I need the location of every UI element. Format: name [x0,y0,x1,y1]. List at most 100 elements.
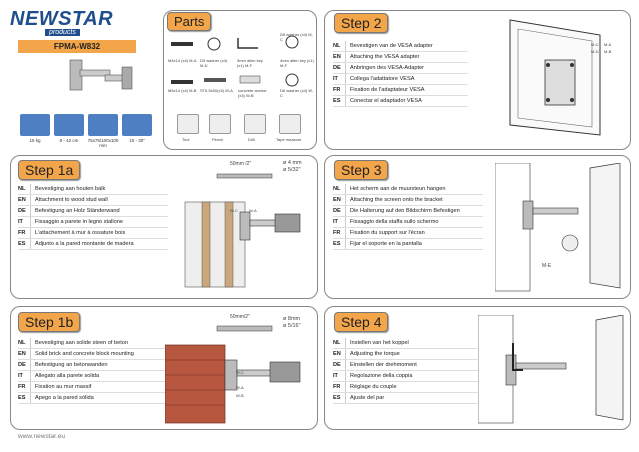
step3-illustration [495,163,621,292]
lang-code: NL [333,338,346,348]
tape-label: Tape measure [276,137,302,142]
step1b-drill-in: ø 5/16" [283,323,301,329]
label-me: M-E [542,263,552,269]
lang-code: DE [333,63,346,73]
label-ma: M-A [604,42,612,47]
step2-title: Step 2 [334,13,389,33]
instruction-text: Fixation de l'adaptateur VESA [350,87,425,93]
label-wb: W-B [236,393,244,398]
part-allen3: 3mm allen key (x1) M-F [237,58,263,68]
step4-illustration [478,315,624,424]
depth-icon [54,114,84,136]
lang-code: NL [333,41,346,51]
lang-code: NL [333,184,346,194]
step4-instructions: NL Instellen van het koppel EN Adjusting t… [333,338,483,404]
lang-code: ES [333,393,346,403]
part-m4: M4x14 (x4) M-A [168,58,197,63]
instruction-text: Bevestigen van de VESA adapter [350,43,433,49]
step1b-drill-mm: ø 8mm [283,316,301,322]
instruction-text: Attaching the screen onto the bracket [350,197,443,203]
spec-weight: 15 kg [29,138,41,143]
step1b-illustration [165,344,301,424]
instruction-text: Adjusting the torque [350,351,400,357]
lang-code: FR [333,382,346,392]
instruction-text: Réglage du couple [350,384,397,390]
instruction-text: Collega l'adattatore VESA [350,76,415,82]
step1b-measure: 50mm/2" [230,314,250,320]
step3-title: Step 3 [334,160,389,180]
step1a-illustration [184,201,301,288]
lang-code: ES [18,239,31,249]
instruction-text: Fissaggio a parete in legno stallone [35,219,124,225]
lang-code: DE [333,206,346,216]
instruction-text: Fijar el soporte en la pantalla [350,241,422,247]
model-number: FPMA-W832 [18,40,136,53]
instruction-text: Die Halterung auf den Bildschirm Befesti… [350,208,460,214]
instruction-text: Het scherm aan de muursteun hangen [350,186,446,192]
lang-code: FR [333,85,346,95]
step2-illustration [509,19,601,136]
instruction-text: Attaching the VESA adapter [350,54,420,60]
website-url[interactable]: www.newstar.eu [18,433,65,440]
instruction-text: Anbringen des VESA-Adapter [350,65,425,71]
lang-code: FR [18,382,31,392]
tool-icon [177,114,199,134]
vesa-icon [88,114,118,136]
drill-label: Drill [248,137,255,142]
lang-code: IT [333,74,346,84]
lang-code: IT [333,371,346,381]
instruction-text: Attachment to wood stud wall [35,197,108,203]
lang-code: DE [333,360,346,370]
label-mb: M-B [604,49,612,54]
screen-size-icon [122,114,152,136]
lang-code: ES [333,96,346,106]
instruction-text: L'attachement à mur à ossature bois [35,230,126,236]
label-wa: W-A [249,208,257,213]
label-wa: W-A [236,385,244,390]
lang-code: IT [18,217,31,227]
instruction-text: Einstellen der drehmoment [350,362,417,368]
lang-code: DE [18,360,31,370]
instruction-text: Bevestiging aan solide steen of beton [35,340,128,346]
step3-instructions: NL Het scherm aan de muursteun hangen EN A… [333,184,483,250]
part-wc: D6 washer (x4) W-C [280,88,314,98]
lang-code: ES [18,393,31,403]
pencil-icon [209,114,231,134]
brand-logo: NEWSTAR [10,8,114,30]
label-wc: W-C [230,208,238,213]
instruction-text: Regolazione della coppia [350,373,413,379]
spec-depth: 8 - 42 cm [59,138,79,143]
label-wc: W-C [236,370,244,375]
step1a-title: Step 1a [18,160,81,180]
lang-code: EN [333,349,346,359]
weight-icon [20,114,50,136]
part-d5: D5 washer (x4) M-D [200,58,228,68]
instruction-text: Bevestiging aan houten balk [35,186,106,192]
brand-sub: products [45,29,80,36]
part-allen4: 4mm allen key (x1) M-F [280,58,314,68]
step1b-screw-diagram [216,325,273,332]
lang-code: EN [333,195,346,205]
lang-code: FR [333,228,346,238]
label-mc: M-C [591,42,599,47]
label-md: M-D [591,49,599,54]
pencil-label: Pencil [212,137,223,142]
instruction-text: Befestigung an Holz Ständerwand [35,208,120,214]
lang-code: ES [333,239,346,249]
step1a-screw-diagram [216,173,273,179]
tool-label: Tool [182,137,190,142]
step1b-title: Step 1b [18,312,81,332]
lang-code: FR [18,228,31,238]
lang-code: NL [18,184,31,194]
step4-title: Step 4 [334,312,389,332]
part-d6: D6 washer (x4) M-C [280,32,313,42]
lang-code: IT [18,371,31,381]
lang-code: EN [18,195,31,205]
step1a-drill-mm: ø 4 mm [283,160,302,166]
instruction-text: Befestigung an betonwanden [35,362,108,368]
step1a-drill-in: ø 5/32" [283,167,301,173]
instruction-text: Instellen van het koppel [350,340,409,346]
part-anchor: concrete anchor (x3) W-B [238,88,267,98]
